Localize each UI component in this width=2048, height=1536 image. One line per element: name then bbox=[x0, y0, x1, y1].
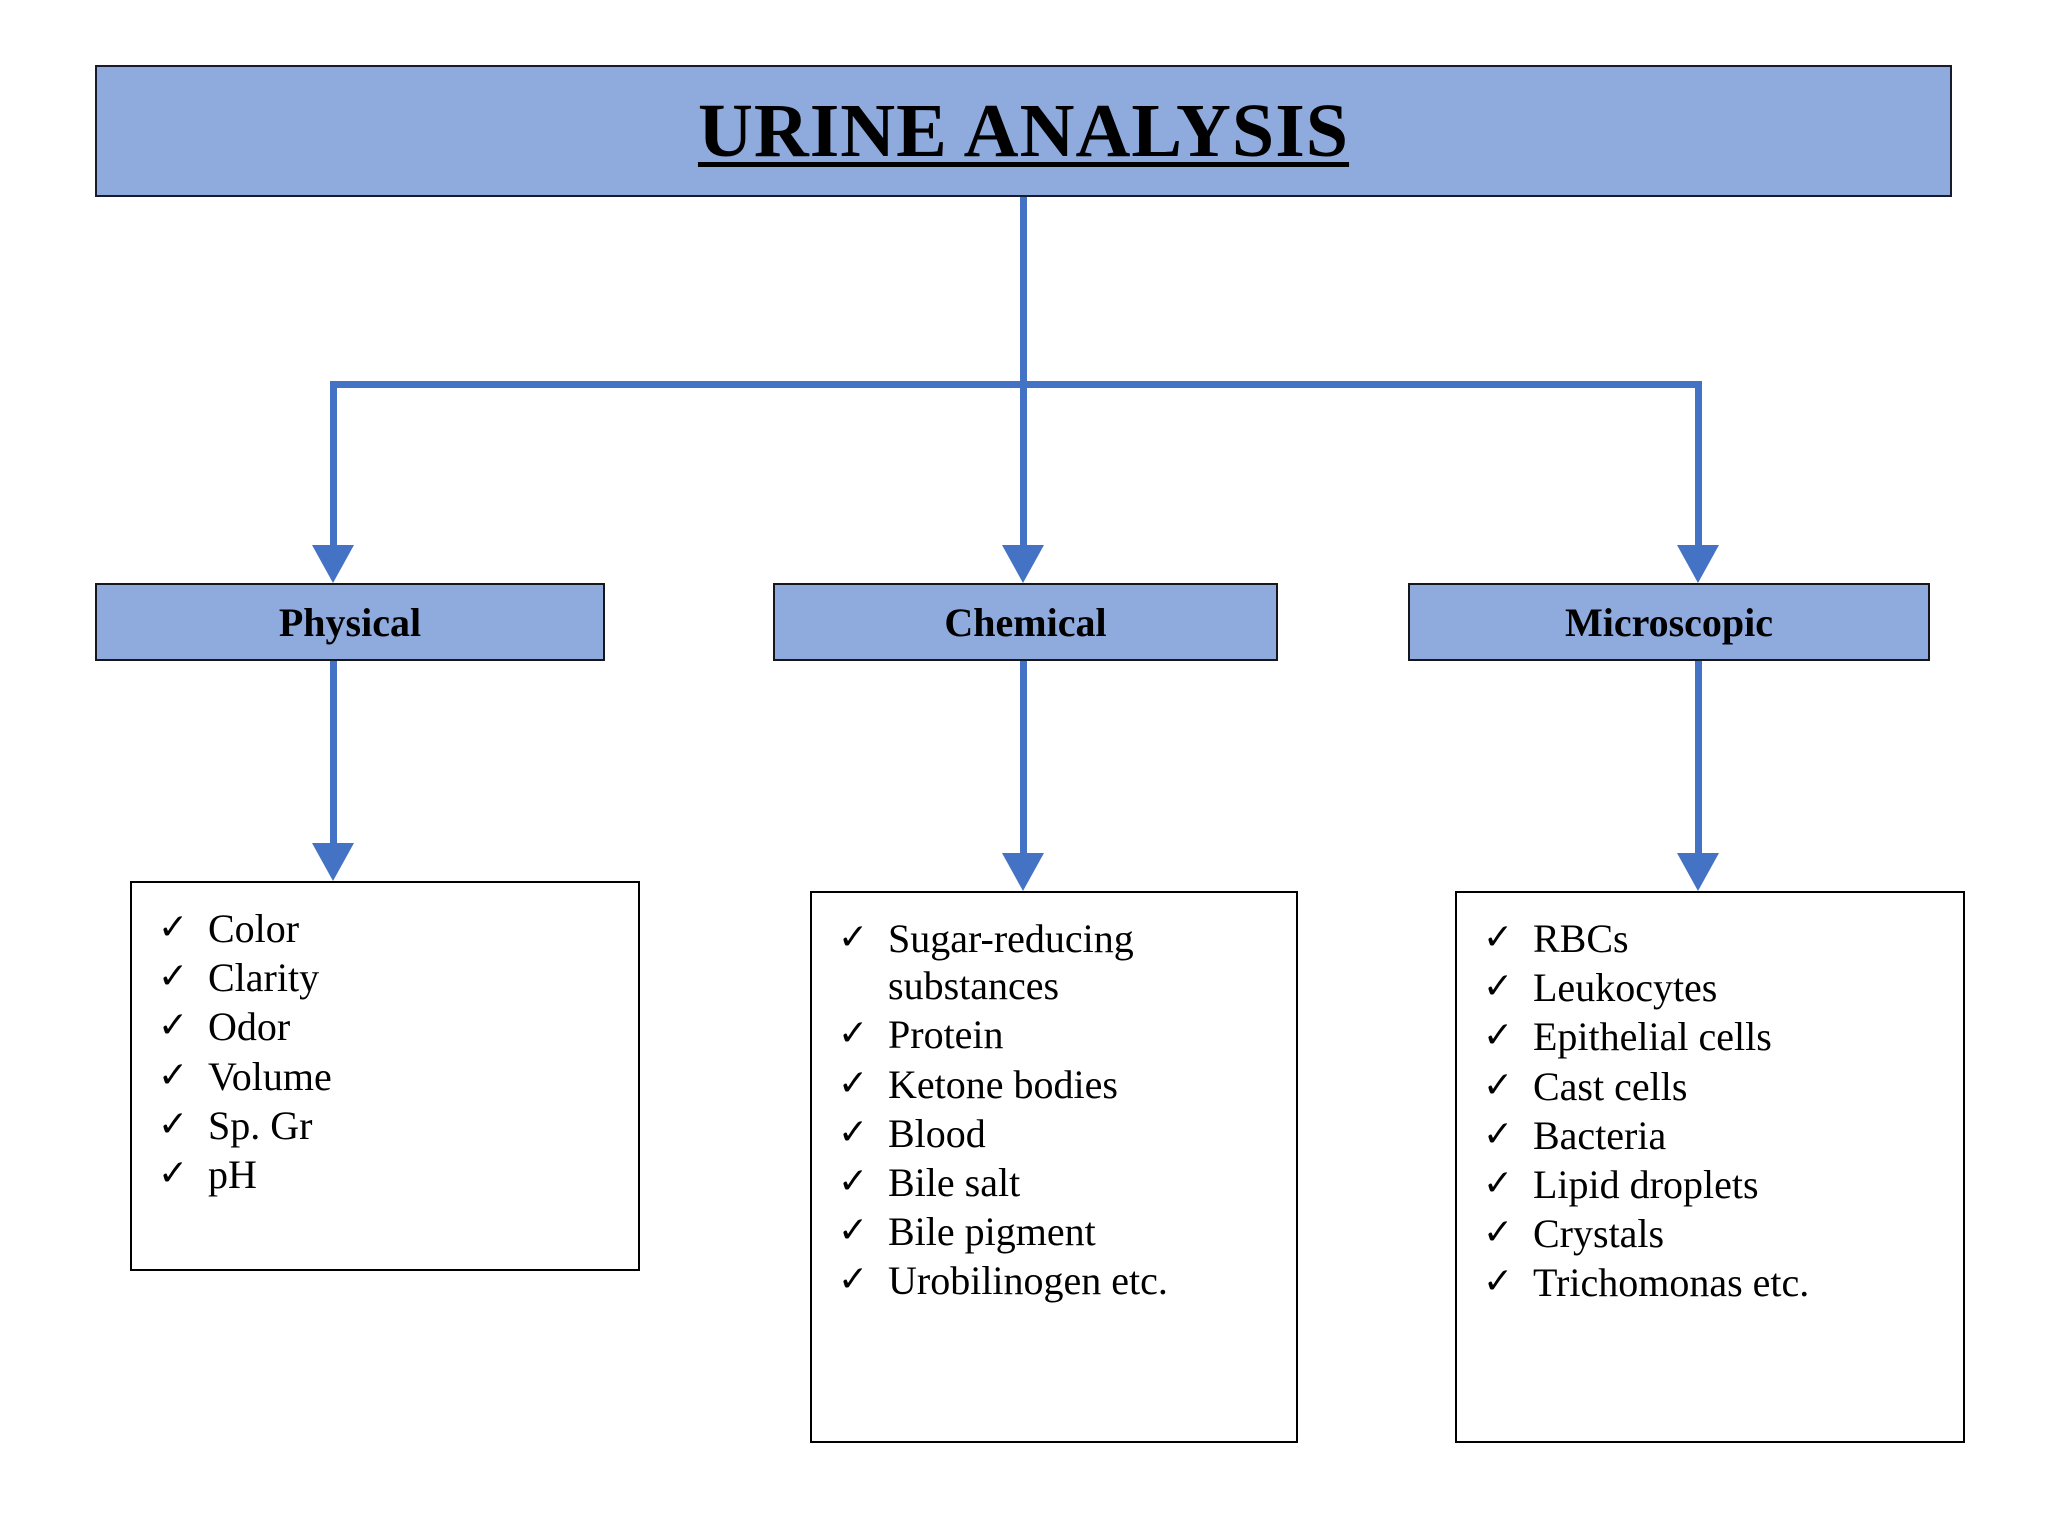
list-item: ✓ Protein bbox=[838, 1011, 1286, 1058]
list-item: ✓ Sugar-reducing substances bbox=[838, 915, 1286, 1009]
detail-connector-chemical bbox=[1020, 661, 1027, 853]
list-item-label: Protein bbox=[888, 1012, 1004, 1058]
list-item: ✓ Volume bbox=[158, 1053, 628, 1100]
check-icon: ✓ bbox=[838, 1160, 869, 1201]
category-label-microscopic: Microscopic bbox=[1564, 599, 1774, 645]
check-icon: ✓ bbox=[158, 1103, 189, 1144]
check-icon: ✓ bbox=[158, 956, 189, 997]
list-item-label: Epithelial cells bbox=[1533, 1014, 1772, 1060]
arrowhead-physical-header bbox=[312, 545, 354, 583]
list-item-label: Lipid droplets bbox=[1533, 1161, 1759, 1207]
list-item-label: Volume bbox=[208, 1053, 332, 1099]
check-icon: ✓ bbox=[1483, 1113, 1514, 1154]
list-item-label: Odor bbox=[208, 1004, 291, 1050]
list-item-label: Sp. Gr bbox=[208, 1102, 313, 1148]
detail-connector-microscopic bbox=[1695, 661, 1702, 853]
list-item: ✓ Lipid droplets bbox=[1483, 1161, 1953, 1208]
list-item: ✓ Ketone bodies bbox=[838, 1061, 1286, 1108]
check-icon: ✓ bbox=[1483, 1064, 1514, 1105]
check-icon: ✓ bbox=[1483, 1261, 1514, 1302]
category-box-microscopic[interactable]: Microscopic bbox=[1408, 583, 1930, 661]
list-item-label: Clarity bbox=[208, 955, 320, 1001]
list-item-label: pH bbox=[208, 1151, 257, 1197]
branch-connector-microscopic bbox=[1695, 381, 1702, 545]
list-item: ✓ Clarity bbox=[158, 954, 628, 1001]
detail-box-physical: ✓ Color ✓ Clarity ✓ Odor ✓ Volume ✓ Sp. … bbox=[130, 881, 640, 1271]
check-icon: ✓ bbox=[838, 1210, 869, 1251]
branch-connector-chemical bbox=[1020, 381, 1027, 545]
list-item: ✓ Bile pigment bbox=[838, 1208, 1286, 1255]
list-item-label: Bacteria bbox=[1533, 1112, 1667, 1158]
list-item: ✓ RBCs bbox=[1483, 915, 1953, 962]
category-label-physical: Physical bbox=[278, 599, 422, 645]
list-item: ✓ Blood bbox=[838, 1110, 1286, 1157]
check-icon: ✓ bbox=[838, 1062, 869, 1103]
list-item: ✓ Trichomonas etc. bbox=[1483, 1259, 1953, 1306]
list-item: ✓ Leukocytes bbox=[1483, 964, 1953, 1011]
list-item-label: Crystals bbox=[1533, 1211, 1665, 1257]
list-item: ✓ Cast cells bbox=[1483, 1063, 1953, 1110]
list-item-label: Leukocytes bbox=[1533, 965, 1718, 1011]
detail-list-chemical: ✓ Sugar-reducing substances ✓ Protein ✓ … bbox=[838, 915, 1286, 1305]
list-item-label: Sugar-reducing substances bbox=[888, 916, 1134, 1009]
check-icon: ✓ bbox=[838, 1013, 869, 1054]
list-item: ✓ Bile salt bbox=[838, 1159, 1286, 1206]
list-item: ✓ pH bbox=[158, 1151, 628, 1198]
list-item: ✓ Crystals bbox=[1483, 1210, 1953, 1257]
check-icon: ✓ bbox=[1483, 1162, 1514, 1203]
detail-connector-physical bbox=[330, 661, 337, 843]
list-item: ✓ Odor bbox=[158, 1003, 628, 1050]
check-icon: ✓ bbox=[838, 1259, 869, 1300]
check-icon: ✓ bbox=[1483, 966, 1514, 1007]
trunk-connector-vertical bbox=[1020, 197, 1027, 388]
list-item-label: Ketone bodies bbox=[888, 1061, 1118, 1107]
check-icon: ✓ bbox=[838, 1111, 869, 1152]
check-icon: ✓ bbox=[158, 1005, 189, 1046]
arrowhead-microscopic-header bbox=[1677, 545, 1719, 583]
list-item-label: Urobilinogen etc. bbox=[888, 1258, 1168, 1304]
page-title: URINE ANALYSIS bbox=[697, 88, 1350, 173]
list-item: ✓ Color bbox=[158, 905, 628, 952]
check-icon: ✓ bbox=[158, 1152, 189, 1193]
category-label-chemical: Chemical bbox=[944, 599, 1107, 645]
list-item-label: Cast cells bbox=[1533, 1063, 1688, 1109]
arrowhead-chemical-list bbox=[1002, 853, 1044, 891]
list-item: ✓ Epithelial cells bbox=[1483, 1013, 1953, 1060]
check-icon: ✓ bbox=[158, 907, 189, 947]
category-box-physical[interactable]: Physical bbox=[95, 583, 605, 661]
bus-connector-horizontal bbox=[330, 381, 1702, 388]
branch-connector-physical bbox=[330, 381, 337, 545]
check-icon: ✓ bbox=[1483, 1212, 1514, 1253]
check-icon: ✓ bbox=[158, 1054, 189, 1095]
list-item: ✓ Sp. Gr bbox=[158, 1102, 628, 1149]
list-item-label: Color bbox=[208, 906, 300, 951]
detail-box-microscopic: ✓ RBCs ✓ Leukocytes ✓ Epithelial cells ✓… bbox=[1455, 891, 1965, 1443]
diagram-title-box: URINE ANALYSIS bbox=[95, 65, 1952, 197]
check-icon: ✓ bbox=[1483, 917, 1514, 957]
list-item-label: Trichomonas etc. bbox=[1533, 1260, 1810, 1306]
list-item: ✓ Bacteria bbox=[1483, 1112, 1953, 1159]
list-item-label: Bile pigment bbox=[888, 1209, 1096, 1255]
check-icon: ✓ bbox=[1483, 1015, 1514, 1056]
check-icon: ✓ bbox=[838, 917, 869, 957]
detail-list-physical: ✓ Color ✓ Clarity ✓ Odor ✓ Volume ✓ Sp. … bbox=[158, 905, 628, 1198]
list-item-label: RBCs bbox=[1533, 916, 1629, 961]
list-item: ✓ Urobilinogen etc. bbox=[838, 1257, 1286, 1304]
arrowhead-chemical-header bbox=[1002, 545, 1044, 583]
detail-list-microscopic: ✓ RBCs ✓ Leukocytes ✓ Epithelial cells ✓… bbox=[1483, 915, 1953, 1307]
detail-box-chemical: ✓ Sugar-reducing substances ✓ Protein ✓ … bbox=[810, 891, 1298, 1443]
arrowhead-microscopic-list bbox=[1677, 853, 1719, 891]
arrowhead-physical-list bbox=[312, 843, 354, 881]
list-item-label: Blood bbox=[888, 1110, 986, 1156]
list-item-label: Bile salt bbox=[888, 1159, 1021, 1205]
category-box-chemical[interactable]: Chemical bbox=[773, 583, 1278, 661]
